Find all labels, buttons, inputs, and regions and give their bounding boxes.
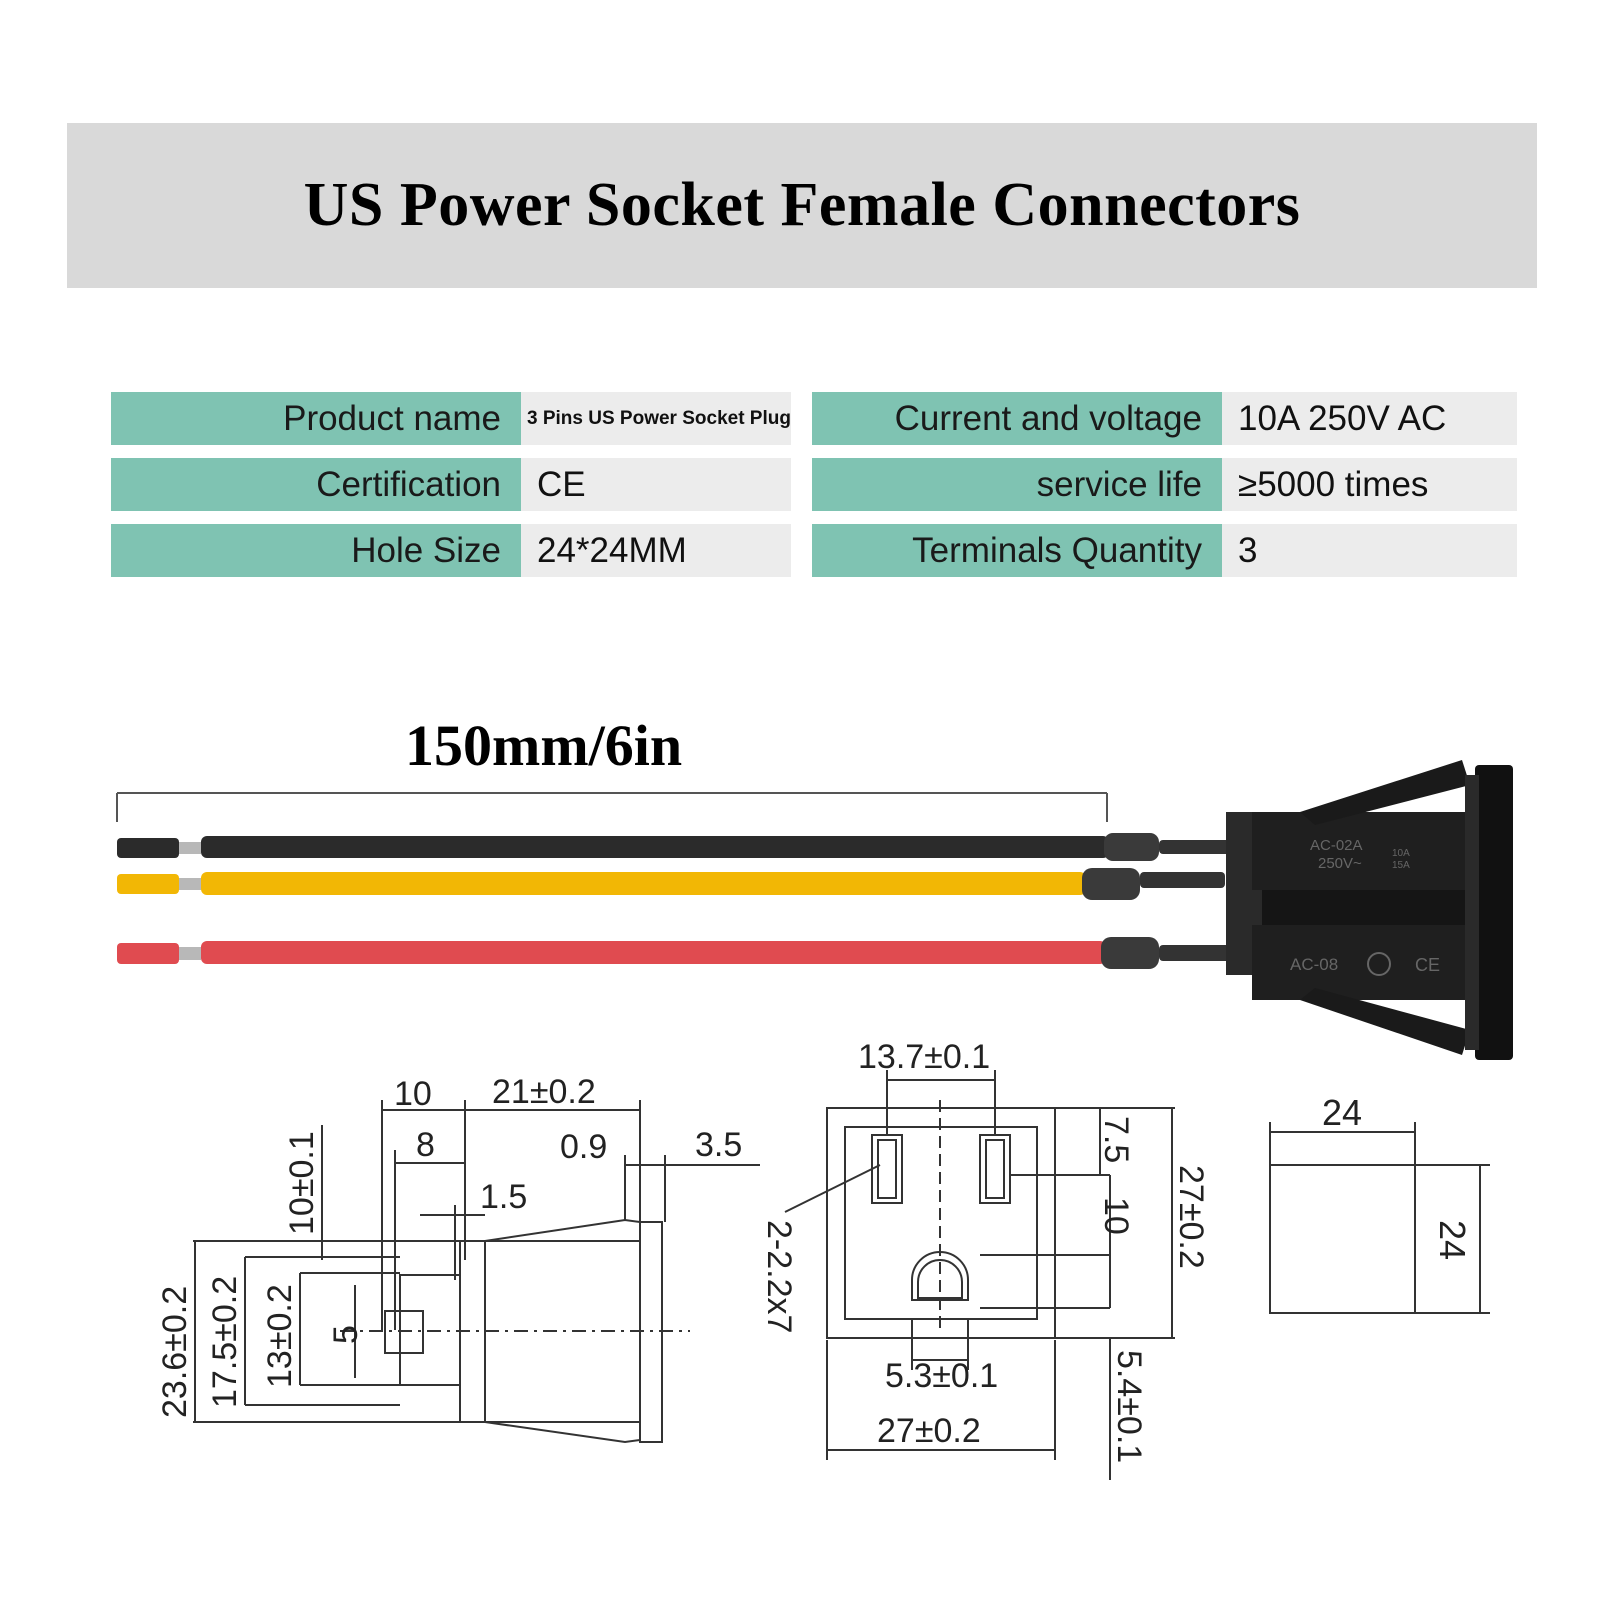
red-wire (117, 937, 1251, 969)
dim-0-9: 0.9 (560, 1128, 607, 1166)
spec-label: Current and voltage (812, 392, 1222, 445)
spec-label: Product name (111, 392, 521, 445)
dim-5: 5 (327, 1325, 365, 1344)
dim-1-5: 1.5 (480, 1178, 527, 1216)
socket-model-bottom: AC-08 (1290, 955, 1338, 974)
spec-label: service life (812, 458, 1222, 511)
spec-label: Certification (111, 458, 521, 511)
spec-value: ≥5000 times (1222, 458, 1517, 511)
socket-current-a: 10A (1392, 848, 1410, 859)
cable-length-label: 150mm/6in (405, 713, 683, 778)
spec-row-hole-size: Hole Size 24*24MM (111, 524, 791, 577)
spec-value: 24*24MM (521, 524, 791, 577)
dim-13: 13±0.2 (261, 1284, 299, 1388)
spec-value: CE (521, 458, 791, 511)
dim-7-5: 7.5 (1097, 1116, 1135, 1163)
title-banner: US Power Socket Female Connectors (67, 123, 1537, 288)
side-view-labels: 10 21±0.2 8 0.9 3.5 1.5 10±0.1 23.6±0.2 … (156, 1073, 742, 1418)
length-bracket (116, 792, 1108, 822)
spec-label: Terminals Quantity (812, 524, 1222, 577)
front-view-drawing (784, 1070, 1175, 1480)
dim-24-height: 24 (1432, 1220, 1473, 1260)
dim-17-5: 17.5±0.2 (206, 1276, 244, 1408)
dim-5-3: 5.3±0.1 (885, 1357, 998, 1395)
socket-body: AC-02A 250V~ 10A 15A AC-08 CE (1226, 760, 1513, 1060)
dim-10-0-1: 10±0.1 (283, 1131, 321, 1235)
spec-value: 3 (1222, 524, 1517, 577)
spec-row-service-life: service life ≥5000 times (812, 458, 1517, 511)
dim-24-width: 24 (1322, 1092, 1362, 1133)
spec-row-terminals: Terminals Quantity 3 (812, 524, 1517, 577)
spec-label: Hole Size (111, 524, 521, 577)
socket-model-top: AC-02A (1310, 837, 1363, 854)
ccc-mark-icon (1367, 952, 1391, 976)
spec-value: 10A 250V AC (1222, 392, 1517, 445)
spec-row-certification: Certification CE (111, 458, 791, 511)
yellow-wire (117, 868, 1225, 900)
side-view-drawing (193, 1100, 760, 1444)
dim-27-vertical: 27±0.2 (1172, 1165, 1210, 1269)
cutout-drawing (1269, 1122, 1490, 1314)
dim-2-2x7: 2-2.2x7 (760, 1220, 798, 1333)
dim-10-front: 10 (1097, 1197, 1135, 1235)
dim-13-7: 13.7±0.1 (858, 1038, 990, 1076)
dim-3-5: 3.5 (695, 1126, 742, 1164)
socket-current-b: 15A (1392, 860, 1410, 871)
page-title: US Power Socket Female Connectors (303, 171, 1301, 239)
spec-row-product-name: Product name 3 Pins US Power Socket Plug (111, 392, 791, 445)
black-wire (117, 833, 1254, 861)
spec-value: 3 Pins US Power Socket Plug (521, 392, 791, 445)
dim-23-6: 23.6±0.2 (156, 1286, 194, 1418)
dim-5-4: 5.4±0.1 (1110, 1350, 1148, 1463)
dim-10: 10 (394, 1075, 432, 1113)
dim-8: 8 (416, 1126, 435, 1164)
front-view-labels: 13.7±0.1 7.5 10 27±0.2 2-2.2x7 5.3±0.1 2… (760, 1038, 1210, 1463)
dim-21: 21±0.2 (492, 1073, 596, 1111)
dim-27-horizontal: 27±0.2 (877, 1412, 981, 1450)
spec-row-current-voltage: Current and voltage 10A 250V AC (812, 392, 1517, 445)
cutout-labels: 24 24 (1322, 1092, 1473, 1260)
socket-rating-top: 250V~ (1318, 855, 1362, 872)
socket-ce-mark: CE (1415, 955, 1440, 975)
